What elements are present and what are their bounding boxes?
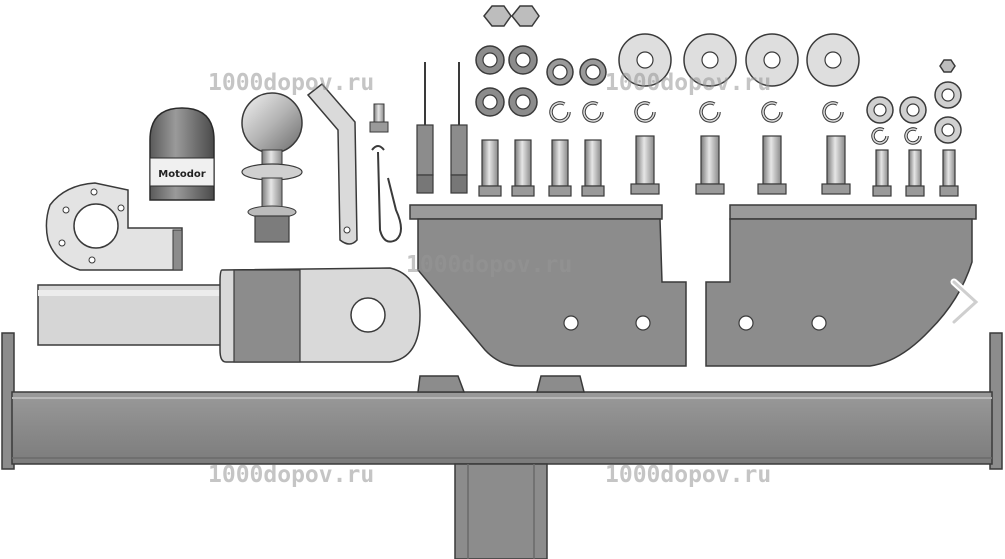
bolt (481, 139, 499, 187)
hex-nuts (483, 5, 956, 73)
hardware-set (475, 33, 962, 197)
bolt (908, 149, 922, 187)
bolt (942, 149, 956, 187)
bolt (514, 139, 532, 187)
ball-cover: Motodor (149, 107, 215, 201)
long-rods (416, 62, 468, 194)
socket-plate (45, 182, 183, 271)
bolt (826, 135, 846, 185)
chevron-right-icon[interactable] (950, 278, 982, 326)
ball-cover-label: Motodor (158, 169, 206, 180)
tow-bar-arm (37, 267, 421, 363)
bolt (875, 149, 889, 187)
left-side-bracket (409, 204, 687, 367)
bolt (700, 135, 720, 185)
beam-mount-blocks (417, 375, 585, 393)
bolt (762, 135, 782, 185)
tow-ball (241, 92, 303, 243)
bolt (551, 139, 569, 187)
right-side-bracket (705, 204, 977, 367)
center-tube (454, 463, 548, 559)
bolt (635, 135, 655, 185)
bolt (584, 139, 602, 187)
r-clip (371, 145, 402, 243)
hitch-pin (306, 82, 358, 245)
small-bolt (369, 103, 389, 133)
